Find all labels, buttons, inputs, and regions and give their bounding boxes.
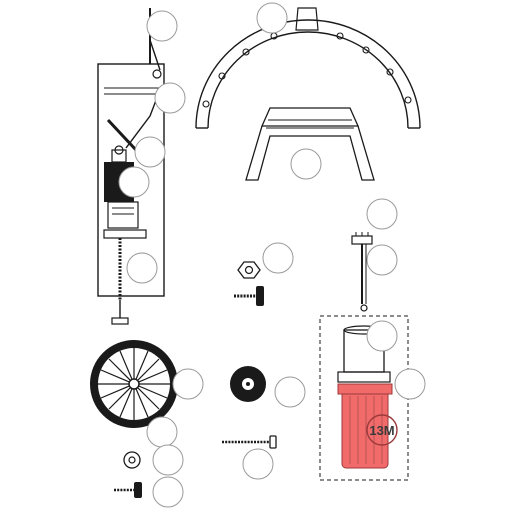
highlighted-part-13m[interactable]: 13M <box>337 383 398 469</box>
callout-10[interactable] <box>126 252 158 284</box>
arch-handle[interactable] <box>195 7 421 129</box>
callout-5[interactable] <box>118 166 150 198</box>
callout-3[interactable] <box>154 82 186 114</box>
callout-18[interactable] <box>152 476 184 508</box>
callout-16[interactable] <box>152 444 184 476</box>
callout-4[interactable] <box>134 136 166 168</box>
callout-2[interactable] <box>256 2 288 34</box>
hex-nut[interactable] <box>237 261 261 279</box>
callout-1[interactable] <box>146 10 178 42</box>
callout-13[interactable] <box>172 368 204 400</box>
seat-stand[interactable] <box>245 107 375 181</box>
callout-7[interactable] <box>366 198 398 230</box>
rod-connector[interactable] <box>351 232 373 312</box>
callout-9[interactable] <box>262 242 294 274</box>
callout-8[interactable] <box>366 244 398 276</box>
thumb-screw[interactable] <box>234 286 264 306</box>
part-label-13m: 13M <box>369 423 394 438</box>
callout-15[interactable] <box>146 416 178 448</box>
callout-17[interactable] <box>242 448 274 480</box>
callouts <box>118 2 426 508</box>
long-bolt[interactable] <box>222 435 277 449</box>
callout-11[interactable] <box>366 320 398 352</box>
small-bolt[interactable] <box>114 482 142 498</box>
small-wheel[interactable] <box>230 366 266 402</box>
callout-6[interactable] <box>290 148 322 180</box>
callout-12[interactable] <box>394 368 426 400</box>
callout-14[interactable] <box>274 376 306 408</box>
large-wheel[interactable] <box>90 340 178 428</box>
washer[interactable] <box>123 451 141 469</box>
